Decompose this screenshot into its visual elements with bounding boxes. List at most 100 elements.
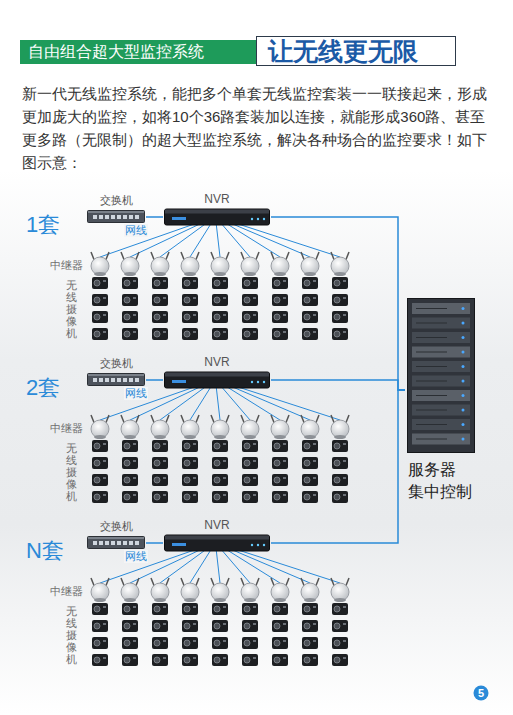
camera-symbol [332, 474, 348, 486]
illustration-part [343, 280, 346, 282]
camera-symbol [92, 474, 108, 486]
illustration-part [163, 494, 166, 496]
illustration-part [462, 409, 465, 412]
camera-symbol [152, 457, 168, 469]
illustration-part [212, 474, 228, 486]
illustration-part [181, 420, 199, 438]
illustration-part [91, 583, 109, 601]
illustration-part [412, 347, 470, 358]
illustration-part [193, 314, 196, 316]
camera-symbol [122, 294, 138, 306]
camera-symbol [92, 491, 108, 503]
illustration-part [304, 477, 310, 483]
illustration-part [212, 328, 228, 340]
illustration-part [313, 640, 316, 642]
illustration-part [133, 657, 136, 659]
camera-symbol [332, 620, 348, 632]
illustration-part [223, 331, 226, 333]
illustration-part [343, 314, 346, 316]
network-cable [224, 222, 280, 257]
repeater-symbol [331, 578, 349, 602]
illustration-part [184, 331, 190, 337]
illustration-part [103, 297, 106, 299]
illustration-part [103, 657, 106, 659]
illustration-part [283, 331, 286, 333]
network-link [146, 542, 163, 544]
camera-symbol [302, 328, 318, 340]
illustration-part [343, 657, 346, 659]
illustration-part [184, 443, 190, 449]
repeater-symbol [331, 252, 349, 276]
illustration-part [182, 474, 198, 486]
network-cable [232, 548, 340, 583]
illustration-part [244, 640, 250, 646]
illustration-part [283, 494, 286, 496]
camera-symbol [272, 603, 288, 615]
illustration-part [253, 606, 256, 608]
illustration-part [121, 257, 139, 275]
illustration-part [244, 598, 256, 602]
illustration-part [123, 378, 127, 382]
illustration-part [244, 623, 250, 629]
illustration-part [154, 435, 166, 439]
illustration-part [412, 419, 470, 430]
illustration-part [133, 443, 136, 445]
illustration-part [184, 623, 190, 629]
illustration-part [88, 211, 145, 223]
repeater-symbol [301, 415, 319, 439]
camera-symbol [332, 328, 348, 340]
repeater-symbol [331, 415, 349, 439]
camera-symbol [152, 474, 168, 486]
illustration-part [214, 280, 220, 286]
illustration-part [129, 541, 133, 545]
illustration-part [163, 606, 166, 608]
background-ground [0, 170, 513, 715]
illustration-part [343, 606, 346, 608]
illustration-part [332, 328, 348, 340]
illustration-part [272, 474, 288, 486]
repeater-symbol [181, 415, 199, 439]
illustration-part [133, 494, 136, 496]
page-number-dot [474, 686, 489, 701]
illustration-part [163, 314, 166, 316]
camera-symbol [242, 491, 258, 503]
illustration-part [253, 640, 256, 642]
illustration-part [332, 457, 348, 469]
repeater-symbol [241, 578, 259, 602]
illustration-part [274, 297, 280, 303]
illustration-part [416, 352, 447, 353]
camera-symbol [212, 440, 228, 452]
camera-symbol [272, 440, 288, 452]
illustration-part [121, 420, 139, 438]
camera-symbol [212, 654, 228, 666]
illustration-part [94, 331, 100, 337]
illustration-part [154, 297, 160, 303]
illustration-part [135, 541, 139, 545]
illustration-part [272, 440, 288, 452]
illustration-part [332, 491, 348, 503]
illustration-part [416, 337, 447, 338]
illustration-part [272, 654, 288, 666]
camera-symbol [302, 474, 318, 486]
illustration-part [154, 460, 160, 466]
illustration-part [313, 297, 316, 299]
illustration-part [416, 308, 447, 309]
illustration-part [92, 294, 108, 306]
camera-symbol [182, 491, 198, 503]
illustration-part [334, 494, 340, 500]
illustration-part [343, 443, 346, 445]
illustration-part [211, 420, 229, 438]
repeater-symbol [271, 415, 289, 439]
illustration-part [332, 474, 348, 486]
illustration-part [105, 378, 109, 382]
illustration-part [152, 603, 168, 615]
illustration-part [214, 314, 220, 320]
camera-symbol [152, 311, 168, 323]
camera-symbol [122, 474, 138, 486]
camera-symbol [212, 637, 228, 649]
camera-symbol [122, 440, 138, 452]
illustration-part [462, 394, 465, 397]
illustration-part [212, 440, 228, 452]
illustration-part [154, 477, 160, 483]
illustration-part [94, 314, 100, 320]
